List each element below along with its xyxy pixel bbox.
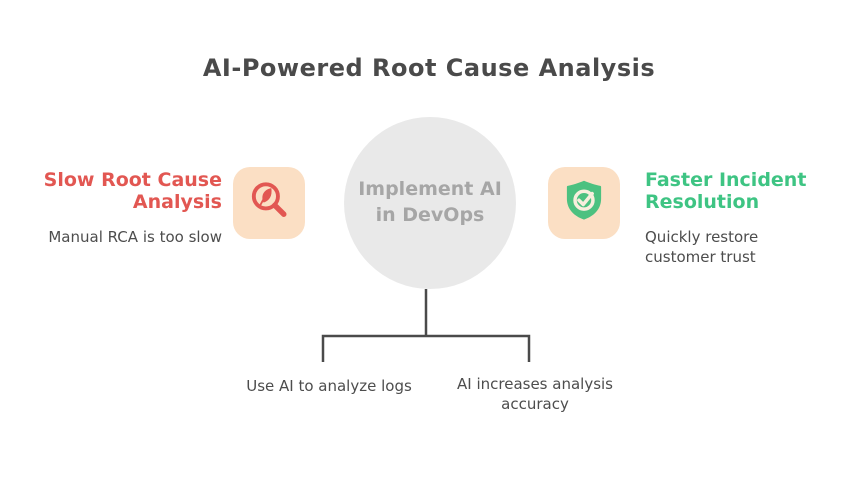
bottom-item-analysis-accuracy: AI increases analysis accuracy	[457, 375, 613, 414]
page-title: AI-Powered Root Cause Analysis	[202, 54, 656, 82]
right-icon-card	[548, 167, 620, 239]
shield-check-icon	[556, 173, 612, 233]
bottom-item-use-ai-logs: Use AI to analyze logs	[246, 377, 412, 395]
right-node-title: Faster Incident Resolution	[645, 169, 807, 214]
right-node-subtitle: Quickly restore customer trust	[645, 227, 759, 267]
center-node-label: Implement AI in DevOps	[358, 178, 502, 226]
left-icon-card	[233, 167, 305, 239]
left-node: Slow Root Cause Analysis Manual RCA is t…	[30, 169, 222, 247]
left-node-title: Slow Root Cause Analysis	[43, 169, 222, 214]
magnifier-leaf-icon	[241, 173, 297, 233]
right-node: Faster Incident Resolution Quickly resto…	[645, 169, 835, 267]
left-node-subtitle: Manual RCA is too slow	[48, 227, 222, 246]
center-node: Implement AI in DevOps	[344, 117, 516, 289]
